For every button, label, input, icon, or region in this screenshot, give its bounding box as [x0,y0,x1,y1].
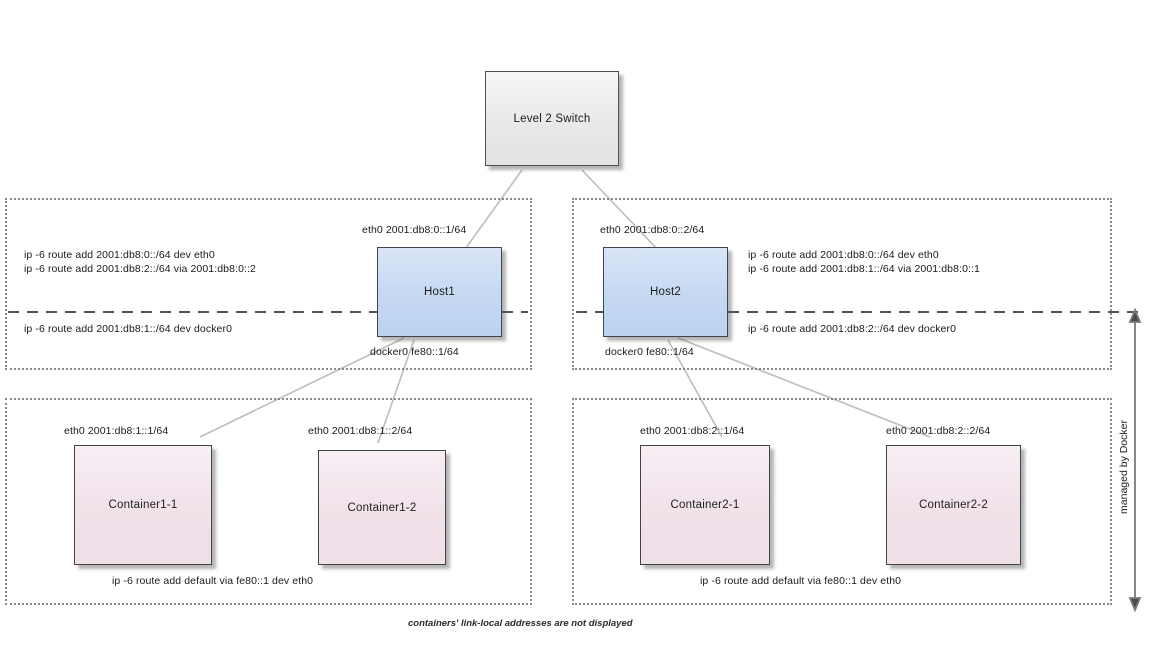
host2-docker0-label: docker0 fe80::1/64 [605,346,694,358]
container-group-1-route: ip -6 route add default via fe80::1 dev … [112,575,314,587]
node-host2[interactable]: Host2 [603,247,728,337]
container2-1-label: Container2-1 [670,499,740,511]
host1-route-above-2: ip -6 route add 2001:db8:2::/64 via 2001… [24,263,256,275]
host2-routes-above: ip -6 route add 2001:db8:0::/64 dev eth0… [748,248,980,276]
container1-1-eth0-label: eth0 2001:db8:1::1/64 [64,425,169,437]
host1-route-above-1: ip -6 route add 2001:db8:0::/64 dev eth0 [24,249,215,261]
host1-eth0-label: eth0 2001:db8:0::1/64 [362,224,467,236]
container2-2-label: Container2-2 [919,499,988,511]
host1-docker0-label: docker0 fe80::1/64 [370,346,459,358]
managed-by-docker-label: managed by Docker [1118,420,1130,514]
node-container2-1[interactable]: Container2-1 [640,445,770,565]
host1-route-below-1: ip -6 route add 2001:db8:1::/64 dev dock… [24,323,233,335]
host2-routes-below: ip -6 route add 2001:db8:2::/64 dev dock… [748,322,956,336]
container1-1-label: Container1-1 [108,499,178,511]
node-level2-switch[interactable]: Level 2 Switch [485,71,619,166]
host1-routes-above: ip -6 route add 2001:db8:0::/64 dev eth0… [24,248,256,276]
container2-1-eth0-label: eth0 2001:db8:2::1/64 [640,425,745,437]
node-container1-2[interactable]: Container1-2 [318,450,446,565]
host2-route-below-1: ip -6 route add 2001:db8:2::/64 dev dock… [748,323,957,335]
host2-label: Host2 [649,286,682,298]
container2-2-eth0-label: eth0 2001:db8:2::2/64 [886,425,991,437]
container1-2-eth0-label: eth0 2001:db8:1::2/64 [308,425,413,437]
diagram-caption: containers' link-local addresses are not… [408,618,633,629]
node-host1[interactable]: Host1 [377,247,502,337]
node-container1-1[interactable]: Container1-1 [74,445,212,565]
host1-routes-below: ip -6 route add 2001:db8:1::/64 dev dock… [24,322,232,336]
node-container2-2[interactable]: Container2-2 [886,445,1021,565]
managed-arrow-head-bottom [1128,597,1142,613]
switch-label: Level 2 Switch [513,112,591,125]
host2-route-above-2: ip -6 route add 2001:db8:1::/64 via 2001… [748,263,980,275]
host2-route-above-1: ip -6 route add 2001:db8:0::/64 dev eth0 [748,249,939,261]
managed-arrow-head-top [1128,307,1142,323]
container-group-2-route: ip -6 route add default via fe80::1 dev … [700,575,902,587]
host2-eth0-label: eth0 2001:db8:0::2/64 [600,224,705,236]
host1-label: Host1 [423,286,456,298]
container1-2-label: Container1-2 [347,501,417,514]
